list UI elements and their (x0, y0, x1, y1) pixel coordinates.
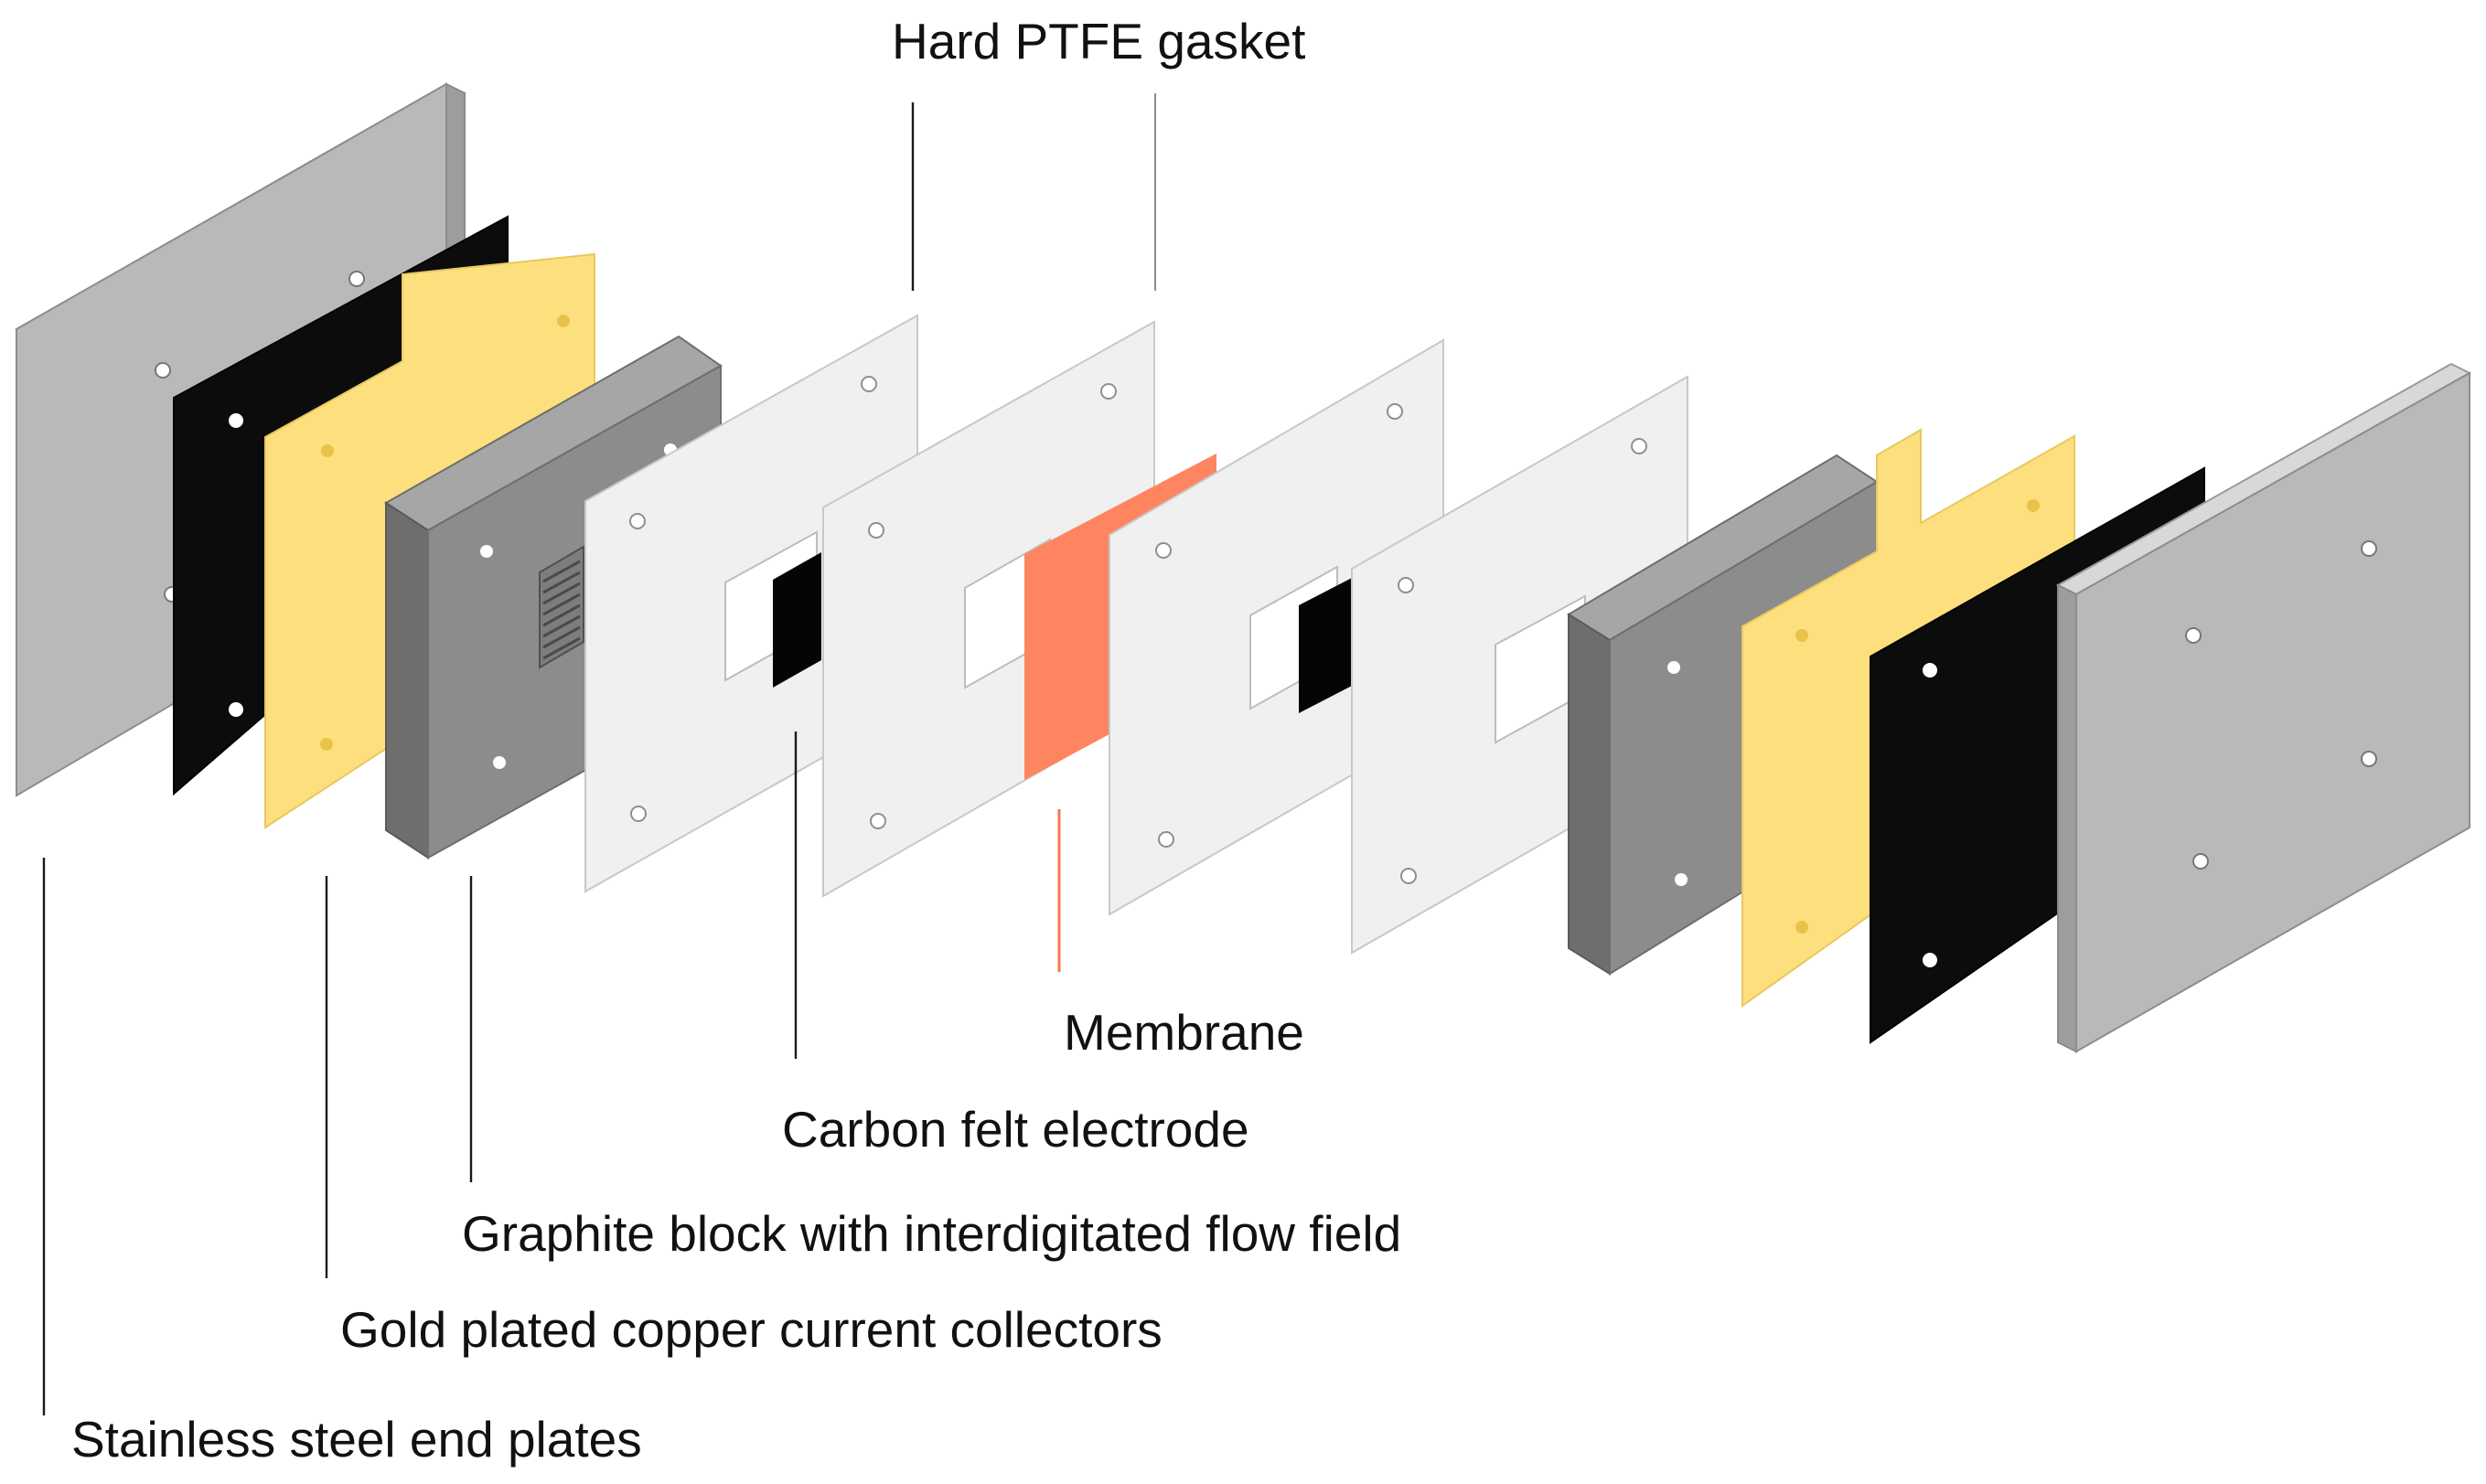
right-end-plate-bolt-hole (2185, 627, 2202, 644)
left-gold-collector-hole (557, 315, 570, 327)
gasket-4-hole (1398, 577, 1414, 593)
flow-field-channel (542, 582, 581, 605)
collector-label: Gold plated copper current collectors (340, 1301, 1163, 1358)
right-end-plate-bolt-hole (2361, 540, 2377, 557)
gasket-3-hole (1158, 831, 1174, 848)
right-gold-collector-hole (1795, 921, 1808, 934)
flow-field-channel (542, 593, 581, 616)
gasket-label: Hard PTFE gasket (892, 13, 1305, 69)
gasket-1-hole (630, 806, 647, 822)
right-black-plate-hole (1923, 953, 1937, 967)
right-end-plate-side-edge (2057, 583, 2077, 1053)
membrane-label: Membrane (1064, 1004, 1304, 1061)
left-graphite-block-hole (480, 545, 493, 558)
left-black-plate-hole (229, 702, 243, 717)
flow-field-channel (542, 603, 581, 627)
gasket-2-hole (870, 813, 886, 829)
flow-field-channel (542, 571, 581, 594)
gasket-3-hole (1387, 403, 1403, 420)
endplate-label: Stainless steel end plates (71, 1411, 642, 1468)
left-graphite-block-hole (493, 756, 506, 769)
carbon-felt-electrode-left (773, 552, 821, 688)
interdigitated-flow-field (539, 545, 584, 669)
left-graphite-block-side (385, 501, 429, 859)
left-black-plate-hole (229, 413, 243, 428)
flow-field-channel (542, 625, 581, 649)
gasket-2-hole (868, 522, 884, 539)
right-graphite-block-hole (1675, 873, 1688, 886)
graphite-label: Graphite block with interdigitated flow … (462, 1205, 1401, 1262)
flow-field-channel (542, 614, 581, 638)
right-end-plate-bolt-hole (2192, 853, 2209, 870)
right-gold-collector-hole (2027, 499, 2040, 512)
right-graphite-block-hole (1667, 661, 1680, 674)
gasket-3-hole (1155, 542, 1172, 559)
flow-field-channel (542, 636, 581, 660)
gasket-1-hole (861, 376, 877, 392)
right-graphite-block-side (1568, 613, 1611, 976)
gasket-1-hole (629, 513, 646, 529)
left-end-plate-bolt-hole (155, 362, 171, 379)
left-end-plate-bolt-hole (348, 271, 365, 287)
right-gold-collector-hole (1795, 629, 1808, 642)
right-end-plate (2055, 362, 2472, 1053)
right-black-plate-hole (1923, 663, 1937, 678)
flow-field-channel (542, 560, 581, 583)
gasket-2-hole (1100, 383, 1117, 400)
left-gold-collector-hole (321, 444, 334, 457)
electrode-label: Carbon felt electrode (782, 1101, 1249, 1158)
carbon-felt-electrode-right (1299, 578, 1352, 713)
left-gold-collector-hole (320, 738, 333, 751)
right-end-plate-bolt-hole (2361, 751, 2377, 767)
gasket-4-hole (1631, 438, 1647, 454)
gasket-4-hole (1400, 868, 1417, 884)
